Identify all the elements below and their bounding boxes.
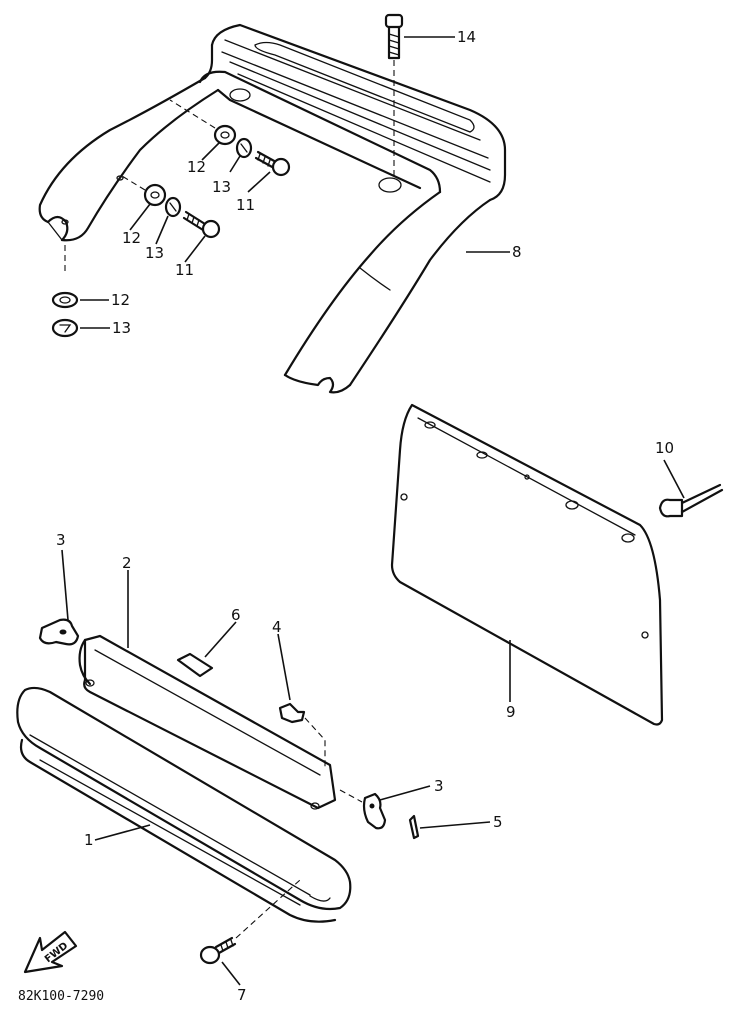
callout-3b: 3 <box>434 777 444 795</box>
callout-9: 9 <box>506 703 516 721</box>
forward-arrow-icon: FWD <box>23 930 78 974</box>
leader-lines <box>61 36 685 986</box>
callout-6: 6 <box>231 606 241 624</box>
callout-labels: 14 8 12 13 11 12 13 11 12 13 10 3 2 6 4 … <box>56 28 674 1004</box>
bracket-plate-part-2 <box>78 634 337 810</box>
callout-11b: 11 <box>175 261 194 279</box>
bolt-part-14 <box>384 13 404 180</box>
callout-4: 4 <box>272 618 282 636</box>
bracket-part-3-left <box>38 618 80 646</box>
clip-part-5 <box>408 814 420 840</box>
wing-screw-part-4 <box>278 702 326 770</box>
callout-3a: 3 <box>56 531 66 549</box>
fastener-set-lower <box>121 175 221 239</box>
callout-12c: 12 <box>111 291 130 309</box>
screw-part-7 <box>199 879 301 965</box>
callout-11a: 11 <box>236 196 255 214</box>
callout-7: 7 <box>237 986 247 1004</box>
callout-12b: 12 <box>122 229 141 247</box>
callout-14: 14 <box>457 28 476 46</box>
callout-12a: 12 <box>187 158 206 176</box>
grab-rail-part-1 <box>16 686 352 923</box>
rear-carrier-part-8 <box>38 23 507 394</box>
part-code: 82K100-7290 <box>18 989 104 1004</box>
bracket-part-3-right <box>339 789 387 830</box>
mud-flap-part-9 <box>390 403 664 726</box>
callout-13b: 13 <box>145 244 164 262</box>
callout-8: 8 <box>512 243 522 261</box>
callout-13c: 13 <box>112 319 131 337</box>
fastener-set-upper <box>169 99 291 177</box>
callout-2: 2 <box>122 554 132 572</box>
callout-13a: 13 <box>212 178 231 196</box>
callout-5: 5 <box>493 813 503 831</box>
callout-10: 10 <box>655 439 674 457</box>
callout-1: 1 <box>84 831 94 849</box>
pad-part-6 <box>176 652 214 678</box>
fastener-set-loose <box>51 245 79 338</box>
rivet-part-10 <box>658 483 724 518</box>
